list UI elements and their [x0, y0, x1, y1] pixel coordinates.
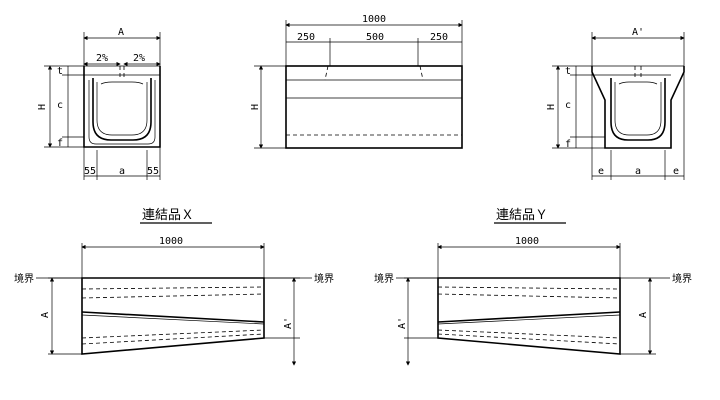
dim-250-right: 250 [430, 32, 448, 43]
dim-1000-side: 1000 [362, 14, 386, 25]
dim-A-y: A [638, 312, 649, 318]
dim-t-right: t [565, 66, 571, 77]
dim-1000-y: 1000 [515, 236, 539, 247]
dim-55-right: 55 [147, 166, 159, 177]
dim-t-label: t [57, 66, 63, 77]
dim-Aprime-x: A' [283, 317, 294, 329]
boundary-label-x: 境界 [14, 272, 34, 285]
dim-500: 500 [366, 32, 384, 43]
boundary-label-x-right: 境界 [314, 272, 334, 285]
dim-a-label: a [119, 166, 125, 177]
boundary-label-y-left: 境界 [374, 272, 394, 285]
dim-f-label: f [57, 138, 63, 149]
dim-f-right: f [565, 139, 571, 150]
section-view-right: A' H t c f e a e [546, 27, 685, 180]
dim-H-label: H [37, 104, 48, 110]
slope-left-label: 2% [96, 53, 108, 64]
dim-55-left: 55 [84, 166, 96, 177]
section-view-left: A 2% 2% H t c f 55 a 55 [37, 27, 161, 180]
dim-H-side: H [250, 104, 261, 110]
dim-A-x: A [40, 312, 51, 318]
dim-A-label: A [118, 27, 124, 38]
dim-a-right: a [635, 166, 641, 177]
joint-product-x: 連結品Ｘ 1000 境界 A A' [14, 208, 300, 366]
dim-1000-x: 1000 [159, 236, 183, 247]
boundary-label-y-right: 境界 [672, 272, 692, 285]
title-x: 連結品Ｘ [142, 208, 194, 223]
dim-e-right: e [673, 166, 679, 177]
dim-H-right: H [546, 104, 557, 110]
dim-Aprime-y: A' [397, 317, 408, 329]
dim-Aprime-label: A' [632, 27, 644, 38]
dim-e-left: e [598, 166, 604, 177]
side-view: 1000 250 500 250 H [250, 14, 463, 149]
joint-product-y: 連結品Ｙ 1000 境界 境界 境界 A' A [264, 208, 692, 366]
dim-250-left: 250 [297, 32, 315, 43]
slope-right-label: 2% [133, 53, 145, 64]
dim-c-label: c [57, 100, 63, 111]
title-y: 連結品Ｙ [496, 208, 548, 223]
dim-c-right: c [565, 100, 571, 111]
